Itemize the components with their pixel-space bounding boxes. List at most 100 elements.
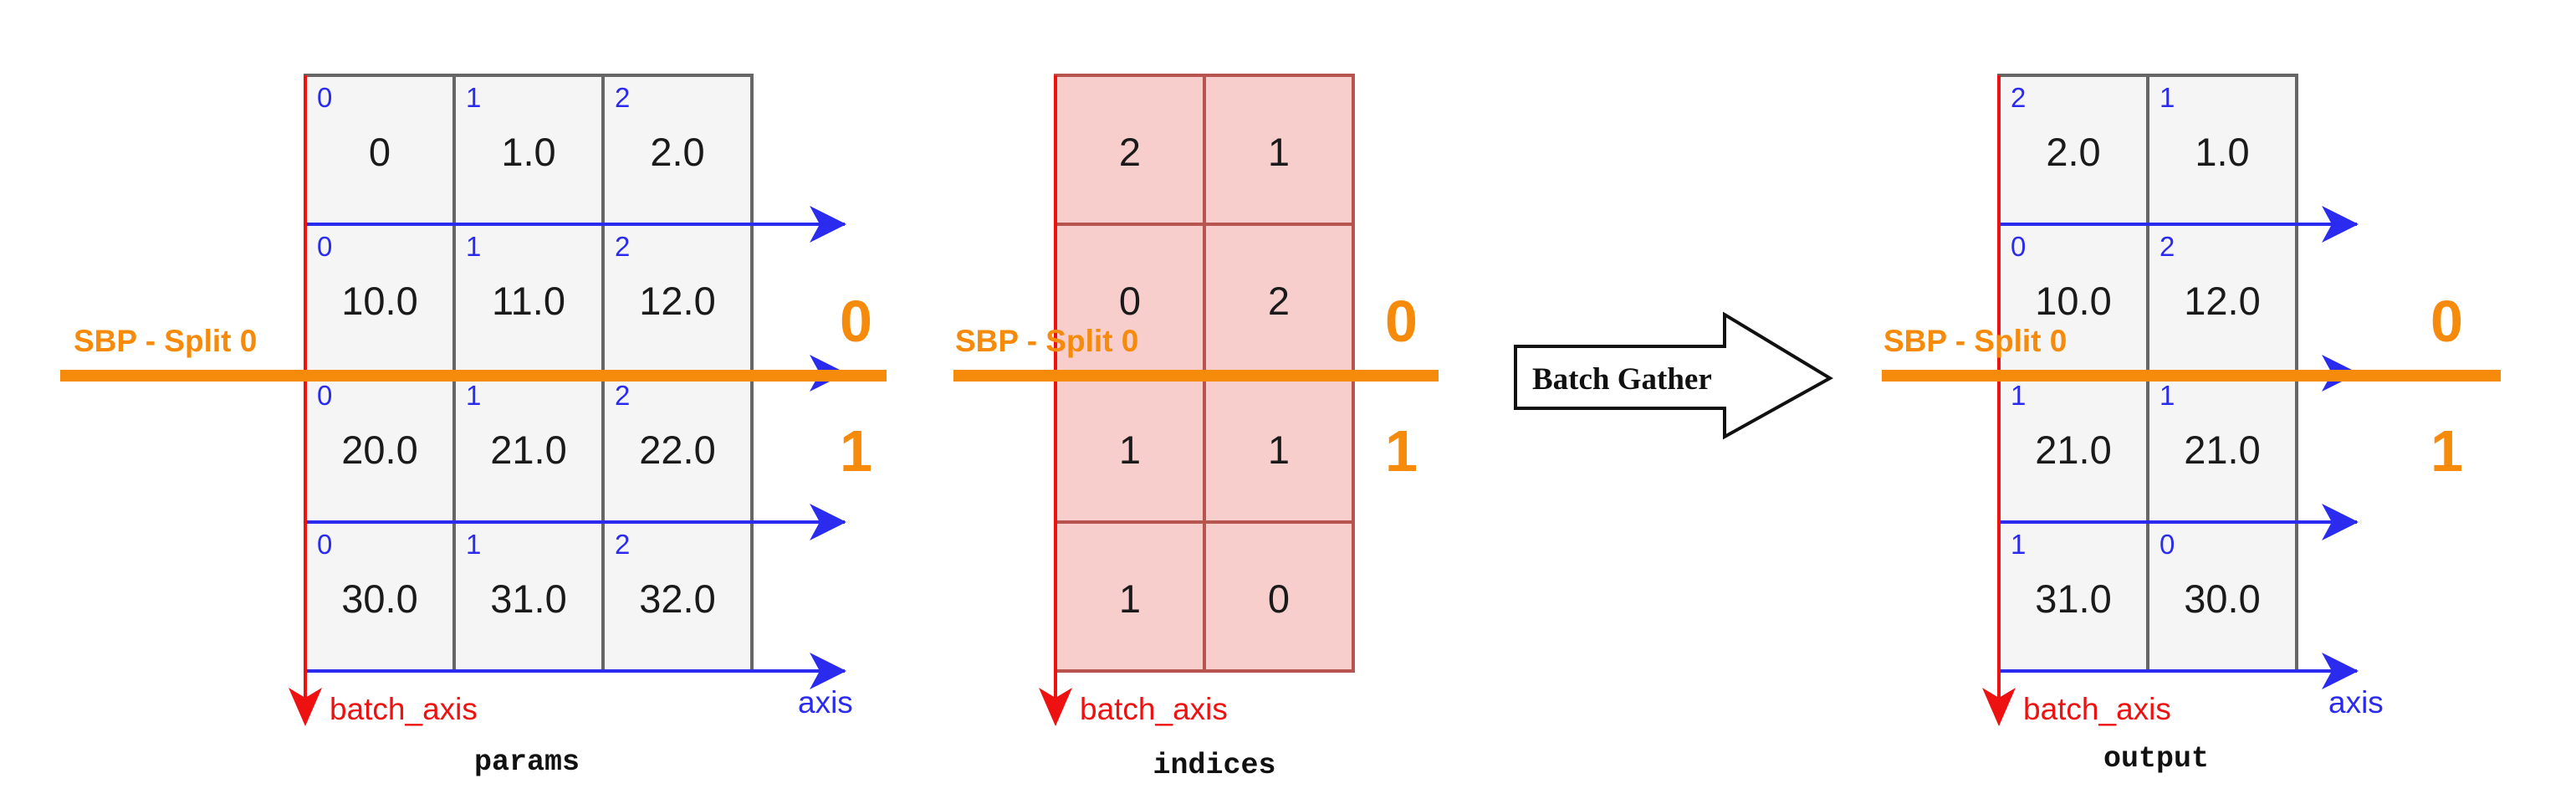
output-cell-box [2146, 371, 2298, 524]
output-cell-value: 21.0 [2035, 428, 2111, 472]
params-cell-box [304, 74, 456, 226]
params-cell: 10.00 [304, 223, 456, 375]
output-caption: output [2103, 742, 2209, 776]
params-cell-box [452, 223, 605, 375]
params-cell-value: 1.0 [501, 130, 555, 174]
arrowhead-icon [1982, 688, 2016, 726]
params-partition-top: 0 [840, 289, 872, 354]
params-cell-index: 1 [466, 82, 481, 113]
output-cell-value: 1.0 [2195, 130, 2249, 174]
params-cell-value: 30.0 [341, 576, 417, 621]
arrowhead-icon [810, 653, 846, 689]
params-cell-index: 2 [615, 529, 630, 560]
params-batch-axis-label: batch_axis [330, 692, 478, 726]
params-cell-value: 2.0 [650, 130, 704, 174]
params-cell-index: 0 [317, 380, 332, 411]
indices-cell: 2 [1054, 74, 1206, 226]
arrowhead-icon [2322, 653, 2359, 689]
indices-cell: 1 [1054, 371, 1206, 524]
params-cell-index: 2 [615, 380, 630, 411]
params-cell-index: 1 [466, 380, 481, 411]
arrowhead-icon [810, 504, 846, 540]
params-cell: 2.02 [601, 74, 754, 226]
params-cell-index: 0 [317, 529, 332, 560]
indices-cell: 1 [1203, 74, 1355, 226]
output-cell: 12.02 [2146, 223, 2298, 375]
indices-batch-axis-label: batch_axis [1080, 692, 1228, 726]
params-cell: 32.02 [601, 520, 754, 673]
params-cell: 20.00 [304, 371, 456, 524]
indices-partition-bottom: 1 [1385, 418, 1418, 484]
indices-cell-value: 0 [1119, 279, 1141, 323]
arrowhead-icon [1039, 688, 1072, 726]
indices-cell: 0 [1203, 520, 1355, 673]
batch-gather-label: Batch Gather [1532, 362, 1712, 397]
output-cell-value: 21.0 [2184, 428, 2260, 472]
indices-cell-box [1203, 520, 1355, 673]
params-cell-value: 20.0 [341, 428, 417, 472]
params-cell-index: 1 [466, 529, 481, 560]
output-batch-axis-label: batch_axis [2023, 692, 2171, 726]
output-cell-box [2146, 74, 2298, 226]
output-cell: 30.00 [2146, 520, 2298, 673]
arrowhead-icon [289, 688, 322, 726]
output-cell-value: 31.0 [2035, 576, 2111, 621]
params-cell-value: 21.0 [490, 428, 566, 472]
params-cell-value: 31.0 [490, 576, 566, 621]
output-cell-index: 1 [2011, 380, 2026, 411]
output-cell-index: 2 [2159, 231, 2175, 262]
indices-cell-box [1203, 74, 1355, 226]
indices-cell-value: 1 [1119, 428, 1141, 472]
params-grid: 001.012.0210.0011.0112.0220.0021.0122.02… [304, 74, 754, 673]
batch-gather-arrow-icon [1514, 311, 1833, 440]
params-cell-value: 32.0 [639, 576, 715, 621]
indices-cell-value: 0 [1268, 576, 1290, 621]
output-cell-index: 1 [2159, 82, 2175, 113]
params-cell-index: 0 [317, 82, 332, 113]
params-caption: params [474, 745, 580, 779]
params-cell-box [601, 74, 754, 226]
output-cell-index: 1 [2159, 380, 2175, 411]
params-cell: 00 [304, 74, 456, 226]
indices-cell-value: 2 [1268, 279, 1290, 323]
params-cell-value: 0 [369, 130, 391, 174]
params-cell-value: 12.0 [639, 279, 715, 323]
params-cell: 11.01 [452, 223, 605, 375]
indices-partition-top: 0 [1385, 289, 1418, 354]
indices-cell-value: 2 [1119, 130, 1141, 174]
params-panel: 001.012.0210.0011.0112.0220.0021.0122.02… [60, 74, 887, 779]
params-cell: 22.02 [601, 371, 754, 524]
params-cell-box [601, 223, 754, 375]
output-partition-top: 0 [2430, 289, 2463, 354]
params-cell-value: 11.0 [492, 279, 565, 323]
params-cell: 31.01 [452, 520, 605, 673]
params-cell-index: 2 [615, 231, 630, 262]
indices-cell: 1 [1054, 520, 1206, 673]
output-cell-index: 1 [2011, 529, 2026, 560]
output-cell: 1.01 [2146, 74, 2298, 226]
params-cell-value: 22.0 [639, 428, 715, 472]
output-cell-box [1997, 371, 2149, 524]
params-cell-box [601, 371, 754, 524]
output-partition-bottom: 1 [2430, 418, 2463, 484]
output-sbp-label: SBP - Split 0 [1883, 324, 2067, 358]
params-cell-value: 10.0 [341, 279, 417, 323]
output-axis-label: axis [2328, 685, 2384, 720]
params-cell-box [452, 371, 605, 524]
output-cell: 21.01 [1997, 371, 2149, 524]
params-cell-index: 0 [317, 231, 332, 262]
output-cell-value: 30.0 [2184, 576, 2260, 621]
params-cell: 1.01 [452, 74, 605, 226]
indices-cell: 2 [1203, 223, 1355, 375]
params-axis-label: axis [798, 685, 853, 720]
params-cell-index: 2 [615, 82, 630, 113]
output-cell-index: 0 [2011, 231, 2026, 262]
indices-caption: indices [1153, 749, 1275, 782]
indices-cell-value: 1 [1268, 428, 1290, 472]
batch-gather-operation: Batch Gather [1514, 311, 1833, 440]
indices-sbp-label: SBP - Split 0 [955, 324, 1138, 358]
